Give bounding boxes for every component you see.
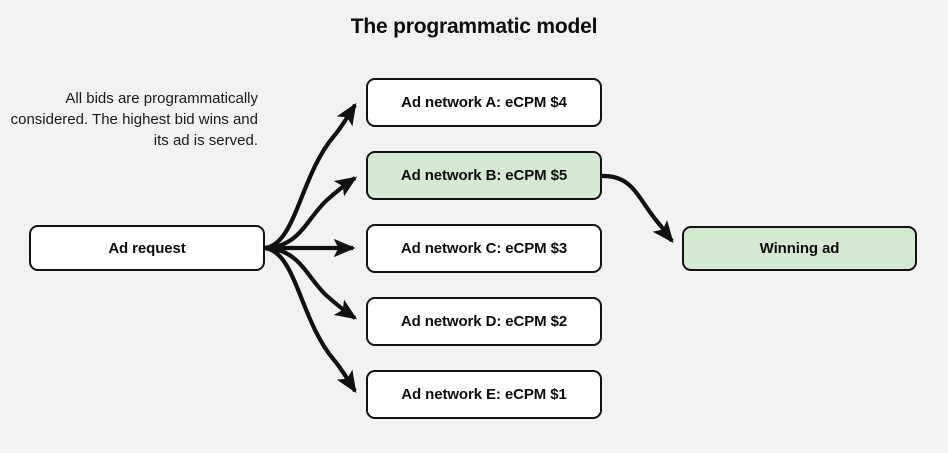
node-ad-network-d-label: Ad network D: eCPM $2 [400,313,568,330]
node-ad-request-label: Ad request [108,239,186,257]
node-ad-network-e-label: Ad network E: eCPM $1 [401,386,567,403]
node-ad-network-a[interactable]: Ad network A: eCPM $4 [366,78,602,127]
description-text: All bids are programmatically considered… [10,90,258,149]
node-ad-network-d[interactable]: Ad network D: eCPM $2 [366,297,602,346]
arrow-network-b-to-winning-ad [601,173,674,243]
arrow-request-to-network-d [264,245,358,320]
node-ad-network-e[interactable]: Ad network E: eCPM $1 [366,370,602,419]
node-ad-network-c[interactable]: Ad network C: eCPM $3 [366,224,602,273]
node-ad-network-b[interactable]: Ad network B: eCPM $5 [366,151,602,200]
node-ad-network-c-label: Ad network C: eCPM $3 [400,240,568,257]
arrow-request-to-network-e [264,245,357,394]
page-title: The programmatic model [350,15,598,38]
node-ad-request[interactable]: Ad request [29,225,265,271]
arrow-request-to-network-a [264,102,357,251]
node-ad-network-b-label: Ad network B: eCPM $5 [400,167,568,184]
node-winning-ad-label: Winning ad [759,240,840,257]
arrow-request-to-network-b [264,176,358,251]
node-ad-network-a-label: Ad network A: eCPM $4 [401,94,567,111]
node-winning-ad[interactable]: Winning ad [682,226,917,271]
